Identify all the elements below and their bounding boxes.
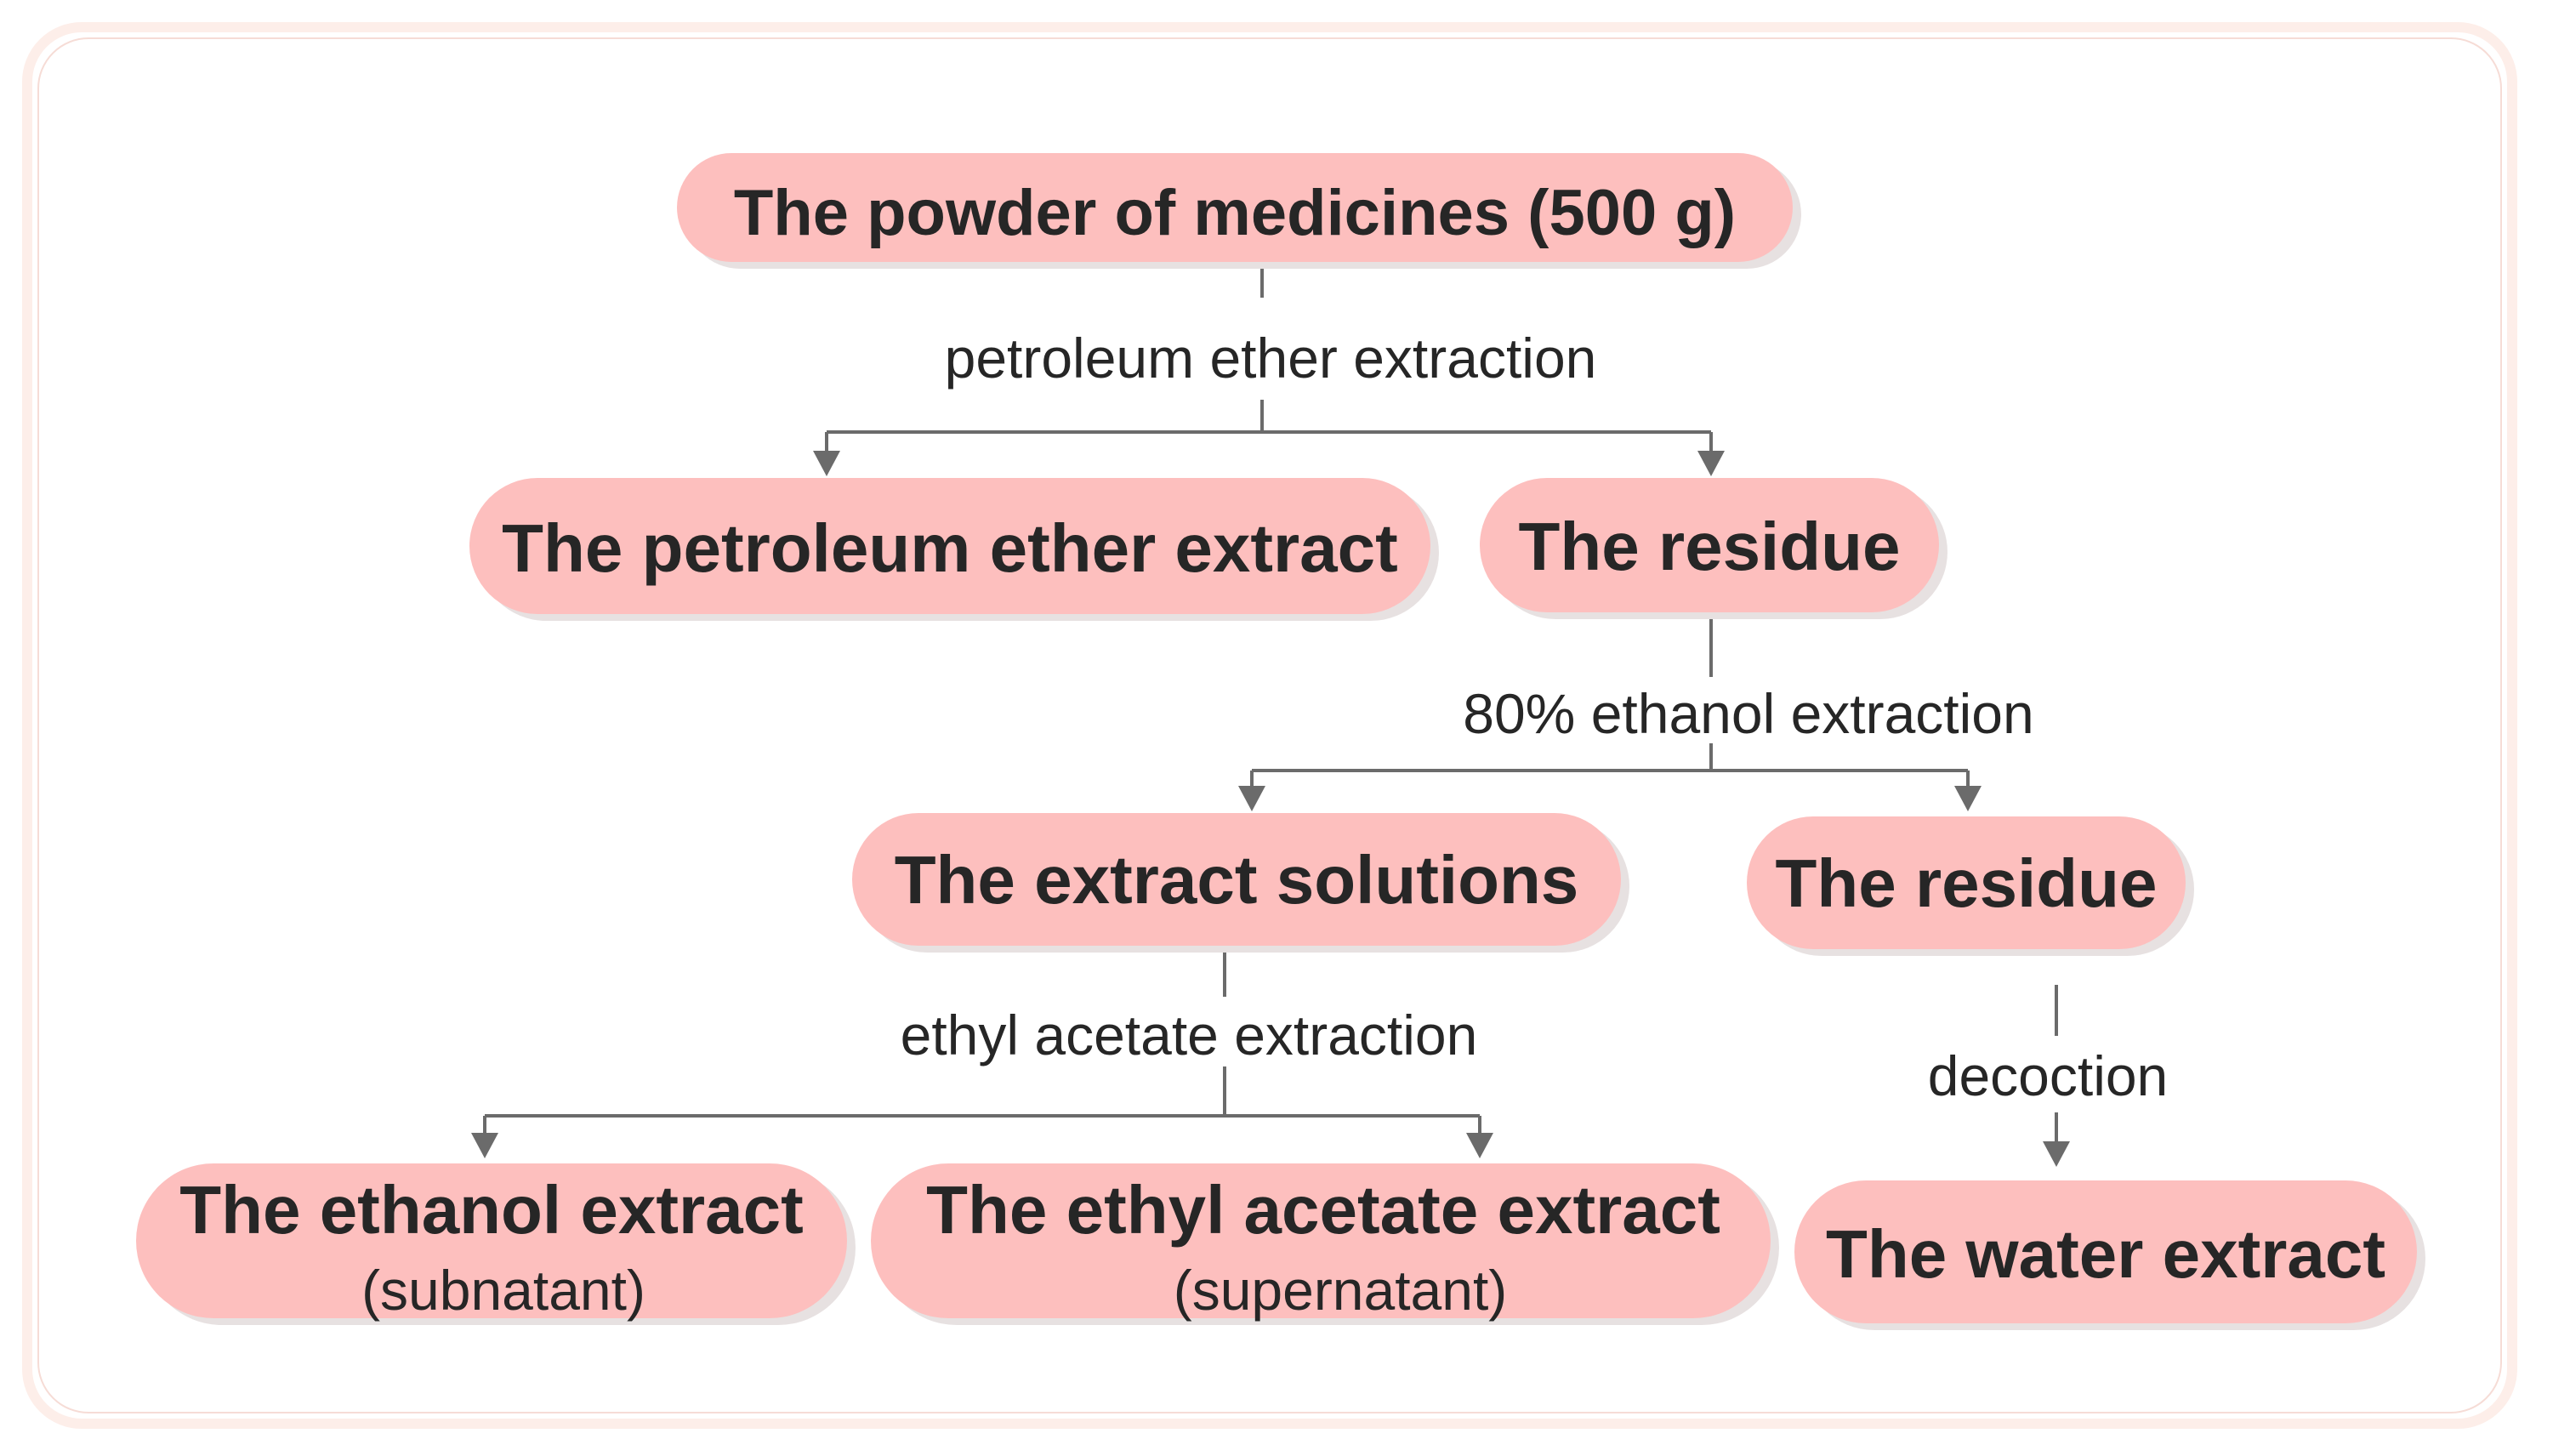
edge-label-ethyl-acetate: ethyl acetate extraction: [901, 1004, 1478, 1066]
connector-ethyl-acetate: [471, 953, 1493, 1158]
node-residue-1: The residue: [1480, 478, 1947, 619]
node-powder: The powder of medicines (500 g): [677, 153, 1801, 269]
node-extract-solutions: The extract solutions: [852, 813, 1629, 953]
node-ethanol-extract-subtitle: (subnatant): [361, 1259, 645, 1322]
edge-label-petroleum-ether: petroleum ether extraction: [945, 327, 1597, 390]
node-ethyl-acetate-extract-title: The ethyl acetate extract: [926, 1172, 1720, 1248]
diagram-frame-inner: [37, 37, 2502, 1413]
edge-label-ethanol-80: 80% ethanol extraction: [1463, 682, 2033, 745]
node-ethyl-acetate-extract-subtitle: (supernatant): [1174, 1259, 1508, 1322]
node-ethanol-extract-title: The ethanol extract: [179, 1172, 804, 1248]
node-water-extract: The water extract: [1794, 1180, 2425, 1330]
node-petroleum-ether-extract: The petroleum ether extract: [469, 478, 1439, 621]
node-residue-2-title: The residue: [1775, 845, 2157, 921]
node-residue-2: The residue: [1747, 816, 2194, 956]
node-ethyl-acetate-extract: The ethyl acetate extract (supernatant): [871, 1163, 1779, 1325]
node-extract-solutions-title: The extract solutions: [895, 842, 1579, 918]
connector-ethanol-80: [1238, 614, 1982, 811]
node-residue-1-title: The residue: [1518, 509, 1900, 584]
edge-label-decoction: decoction: [1928, 1044, 2169, 1107]
connector-decoction: [2043, 985, 2070, 1167]
connector-petroleum-ether: [813, 269, 1725, 476]
node-petroleum-ether-extract-title: The petroleum ether extract: [502, 510, 1398, 586]
node-water-extract-title: The water extract: [1826, 1216, 2385, 1292]
node-powder-title: The powder of medicines (500 g): [734, 177, 1736, 249]
node-ethanol-extract: The ethanol extract (subnatant): [136, 1163, 856, 1325]
